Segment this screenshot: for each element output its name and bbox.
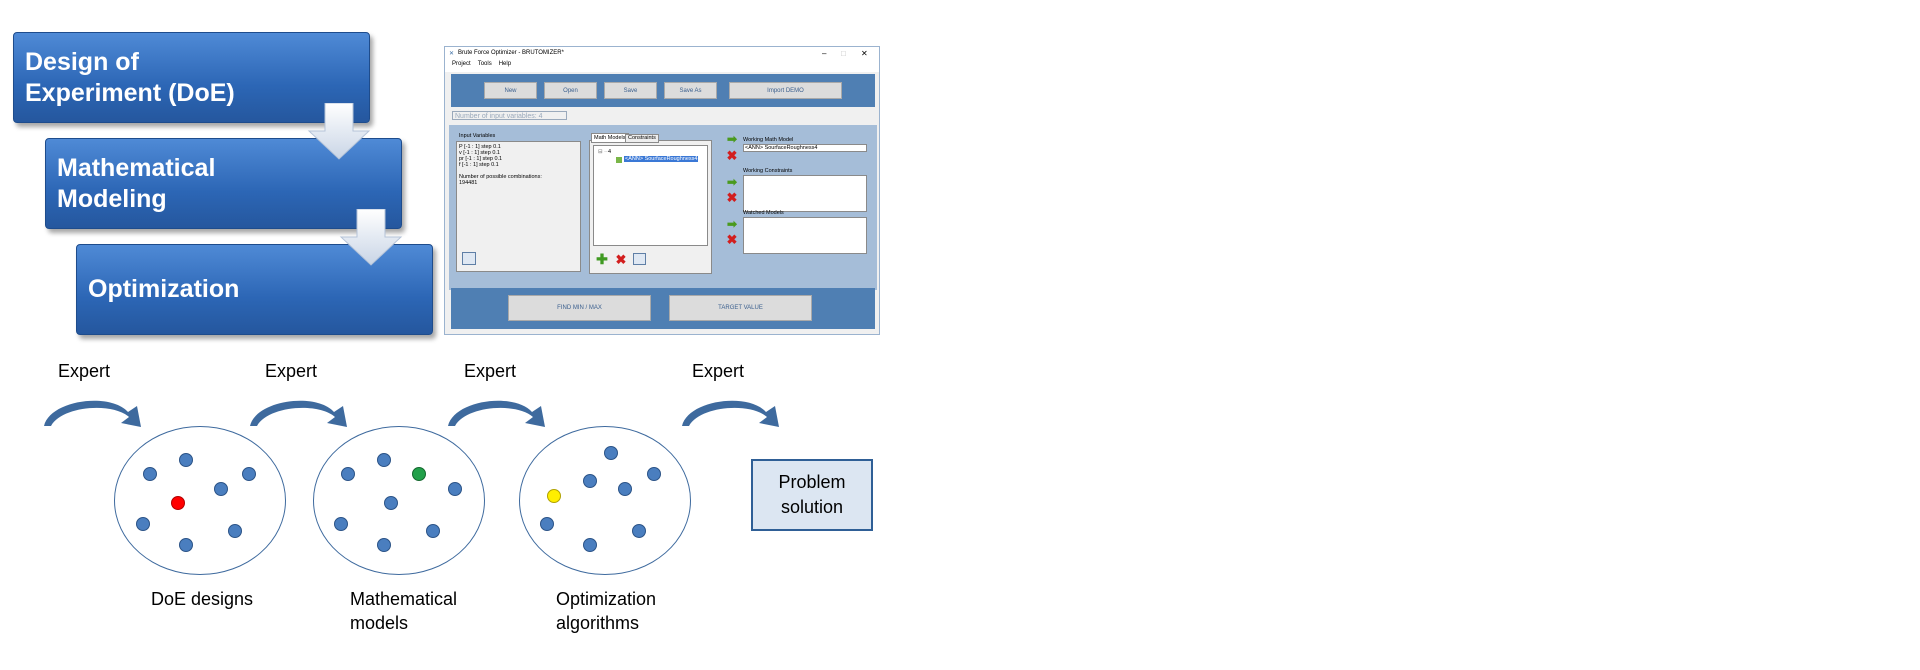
curved-arrow-icon [448,400,545,427]
save-as-button[interactable]: Save As [664,82,717,99]
algorithm-point-highlight [547,489,561,503]
open-button[interactable]: Open [544,82,597,99]
app-window: ✕ Brute Force Optimizer - BRUTOMIZER* – … [444,46,880,335]
input-count-label: Number of input variables: 4 [452,111,567,120]
working-constraints-list [743,175,867,212]
expert-label: Expert [58,361,111,381]
model-point [426,524,440,538]
tree-root[interactable]: 4 [608,149,612,155]
models-tab-panel: Math Models Constraints 4 ⊟ ··· <ANN> So… [589,133,712,274]
model-point [377,453,391,467]
design-point [214,482,228,496]
down-arrow-icon [307,103,371,160]
bottom-panel: FIND MIN / MAX TARGET VALUE [451,288,875,329]
toolbar-panel: New Open Save Save As Import DEMO [451,74,875,107]
tab-math-models[interactable]: Math Models [591,133,629,143]
app-icon: ✕ [449,51,455,57]
algorithm-point [632,524,646,538]
working-constraints-label: Working Constraints [743,168,793,174]
curved-arrow-icon [682,400,779,427]
watched-models-list [743,217,867,254]
math-models-caption: Mathematical models [350,589,458,633]
target-value-button[interactable]: TARGET VALUE [669,295,812,321]
menu-project[interactable]: Project [452,61,471,67]
edit-model-icon[interactable] [633,253,646,265]
app-titlebar: ✕ Brute Force Optimizer - BRUTOMIZER* – … [445,47,879,61]
delete-model-icon[interactable]: ✖ [615,252,627,267]
save-button[interactable]: Save [604,82,657,99]
add-working-model-icon[interactable]: ➡ [726,132,738,146]
step-doe-label: Design of Experiment (DoE) [25,47,235,107]
tree-model-item[interactable]: <ANN> SourfaceRoughness4 [624,156,699,162]
model-point [448,482,462,496]
doe-designs-caption: DoE designs [151,589,254,609]
input-variables-title: Input Variables [459,133,496,139]
step-modeling: Mathematical Modeling [45,138,402,229]
main-panel: Input Variables P [-1 : 1] step 0.1 v [-… [449,125,877,290]
curved-arrow-icon [250,400,347,427]
working-math-model-label: Working Math Model [743,137,794,143]
tree-root-expander: ⊟ ··· [598,149,610,155]
maximize-button[interactable]: □ [841,49,846,58]
design-point [179,453,193,467]
design-point [143,467,157,481]
model-point [341,467,355,481]
new-button[interactable]: New [484,82,537,99]
remove-constraint-icon[interactable]: ✖ [726,190,738,205]
design-point [228,524,242,538]
add-watched-icon[interactable]: ➡ [726,217,738,231]
step-optimization-label: Optimization [88,275,240,303]
add-constraint-icon[interactable]: ➡ [726,175,738,189]
design-point-highlight [171,496,185,510]
algorithm-point [618,482,632,496]
step-modeling-label: Mathematical Modeling [57,153,216,213]
import-demo-button[interactable]: Import DEMO [729,82,842,99]
add-model-icon[interactable]: ✚ [596,251,608,267]
model-point-highlight [412,467,426,481]
input-variables-list: P [-1 : 1] step 0.1 v [-1 : 1] step 0.1 … [459,144,542,186]
watched-models-label: Watched Models [743,210,784,216]
doe-designs-ellipse [114,426,286,575]
design-point [136,517,150,531]
find-min-max-button[interactable]: FIND MIN / MAX [508,295,651,321]
algorithm-point [583,538,597,552]
problem-solution-box: Problem solution [751,459,873,531]
model-tree: 4 ⊟ ··· <ANN> SourfaceRoughness4 [593,145,708,246]
math-models-ellipse [313,426,485,575]
remove-watched-icon[interactable]: ✖ [726,232,738,247]
edit-variables-icon[interactable] [462,252,476,265]
algorithm-point [647,467,661,481]
model-point [377,538,391,552]
model-point [334,517,348,531]
menu-tools[interactable]: Tools [477,61,492,67]
optimization-algorithms-caption: Optimization algorithms [556,589,657,633]
step-doe: Design of Experiment (DoE) [13,32,370,123]
model-point [384,496,398,510]
curved-arrow-icon [44,400,141,427]
expert-label: Expert [464,361,517,381]
model-icon [616,157,622,163]
remove-working-model-icon[interactable]: ✖ [726,148,738,163]
minimize-button[interactable]: – [822,49,827,58]
design-point [242,467,256,481]
curved-arrows [44,400,779,427]
algorithm-point [583,474,597,488]
algorithm-point [604,446,618,460]
app-menubar: Project Tools Help [445,61,879,72]
algorithm-point [540,517,554,531]
close-button[interactable]: ✕ [861,49,868,58]
expert-label: Expert [692,361,745,381]
design-point [179,538,193,552]
input-variables-box: Input Variables P [-1 : 1] step 0.1 v [-… [456,133,581,272]
expert-label: Expert [265,361,318,381]
app-title: Brute Force Optimizer - BRUTOMIZER* [458,50,564,56]
working-math-model-field: <ANN> SourfaceRoughness4 [743,144,867,152]
menu-help[interactable]: Help [498,61,512,67]
tab-constraints[interactable]: Constraints [625,134,659,143]
down-arrow-icon [339,209,403,266]
